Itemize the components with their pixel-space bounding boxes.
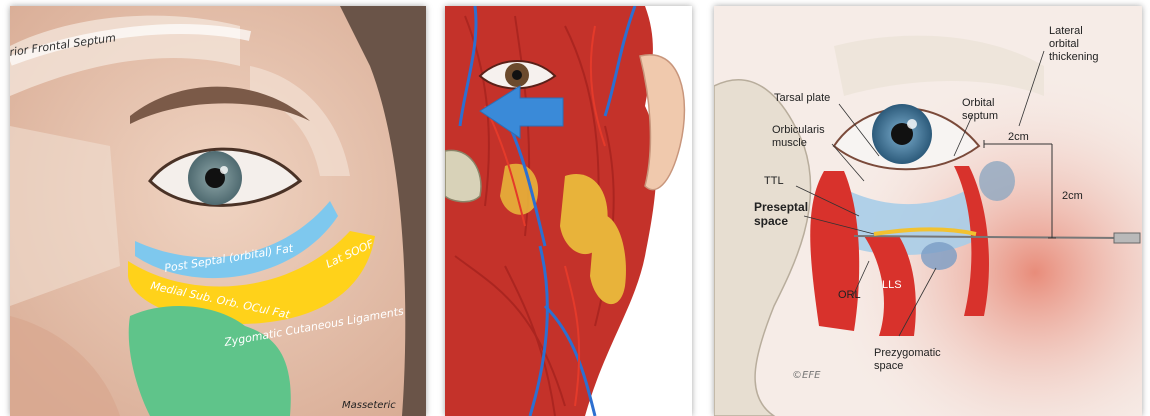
ttl-label: TTL [764, 175, 784, 187]
orbital-anatomy-illustration: Lateral orbital thickening Tarsal plate … [714, 6, 1142, 416]
masseteric-label: Masseteric [342, 400, 396, 411]
musculature-illustration [445, 6, 692, 416]
orbital-septum-label: Orbital septum [962, 97, 998, 122]
vertical-2cm-label: 2cm [1062, 190, 1083, 202]
tarsal-plate-label: Tarsal plate [774, 92, 830, 104]
facial-musculature-panel [445, 6, 692, 416]
lls-label: LLS [882, 279, 902, 291]
orbital-anatomy-panel: Lateral orbital thickening Tarsal plate … [714, 6, 1142, 416]
horizontal-2cm-label: 2cm [1008, 131, 1029, 143]
orl-label: ORL [838, 289, 861, 301]
fat-compartment-face-panel: rior Frontal Septum Post Septal (orbital… [10, 6, 426, 416]
face-illustration: rior Frontal Septum Post Septal (orbital… [10, 6, 426, 416]
artist-signature: ©EFE [792, 370, 821, 381]
